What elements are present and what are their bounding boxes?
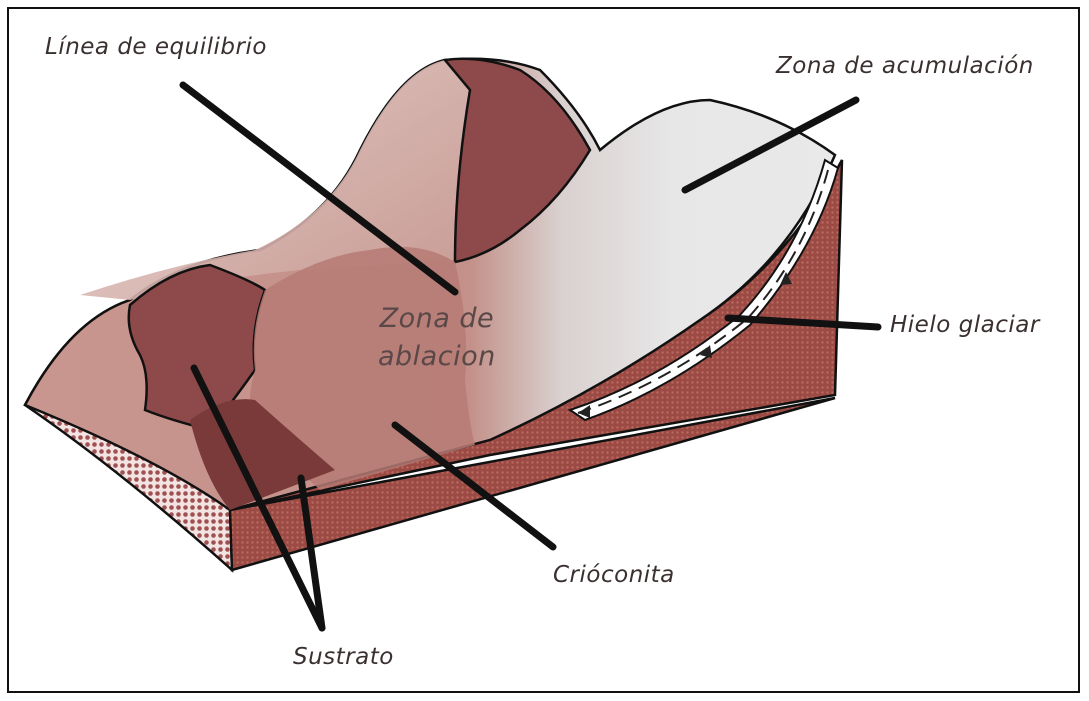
- label-ablation-zone: Zona de ablacion: [378, 300, 496, 376]
- label-ablation-zone-line2: ablacion: [378, 338, 496, 376]
- label-cryoconite: Crióconita: [553, 562, 675, 588]
- label-glacier-ice: Hielo glaciar: [890, 312, 1040, 338]
- label-accumulation-zone: Zona de acumulación: [776, 53, 1034, 79]
- label-substrate: Sustrato: [293, 644, 394, 670]
- label-ablation-zone-line1: Zona de: [378, 300, 496, 338]
- label-equilibrium-line: Línea de equilibrio: [45, 34, 267, 60]
